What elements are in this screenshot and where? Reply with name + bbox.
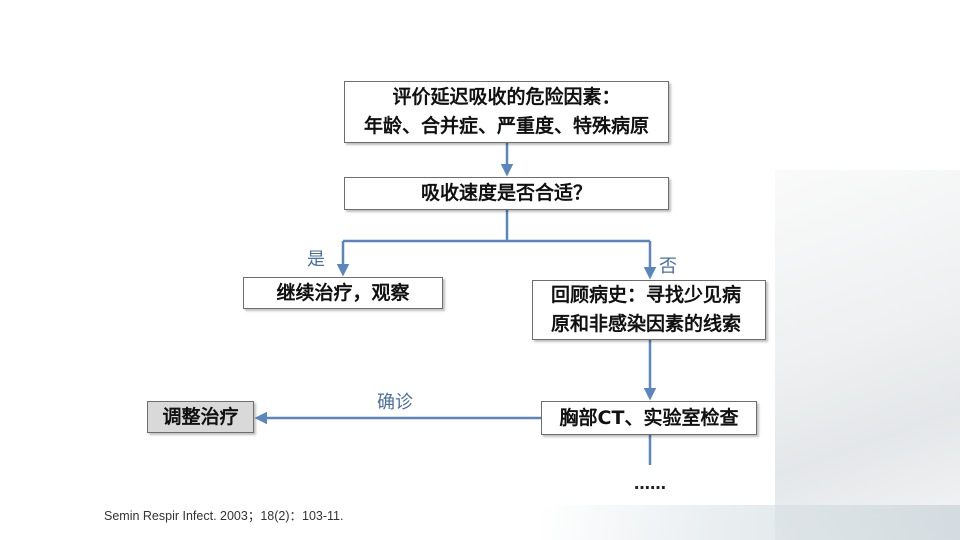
continuation-ellipsis: …… [634,474,666,493]
node-chest-ct: 胸部CT、实验室检查 [541,401,757,435]
citation: Semin Respir Infect. 2003；18(2)：103-11. [104,509,344,523]
edge-label-no: 否 [659,256,677,277]
node-absorption-check: 吸收速度是否合适？ [344,177,669,210]
node-continue-treatment-text: 继续治疗，观察 [276,281,410,304]
background-decoration-bottom [540,505,960,540]
node-chest-ct-text: 胸部CT、实验室检查 [559,406,739,429]
node-adjust-treatment: 调整治疗 [147,401,254,433]
node-continue-treatment: 继续治疗，观察 [243,277,443,309]
edge-label-yes: 是 [307,249,325,270]
node-review-history-line2: 原和非感染因素的线索 [551,313,742,335]
node-absorption-check-text: 吸收速度是否合适？ [420,182,592,204]
node-risk-factors-line2: 年龄、合并症、严重度、特殊病原 [363,115,649,137]
background-decoration [775,170,960,540]
node-adjust-treatment-text: 调整治疗 [162,405,239,428]
node-review-history: 回顾病史：寻找少见病 原和非感染因素的线索 [532,280,766,340]
node-risk-factors: 评价延迟吸收的危险因素： 年龄、合并症、严重度、特殊病原 [344,81,669,143]
edge-label-confirmed: 确诊 [377,392,413,413]
node-review-history-line1: 回顾病史：寻找少见病 [551,284,742,306]
node-risk-factors-line1: 评价延迟吸收的危险因素： [392,86,621,108]
